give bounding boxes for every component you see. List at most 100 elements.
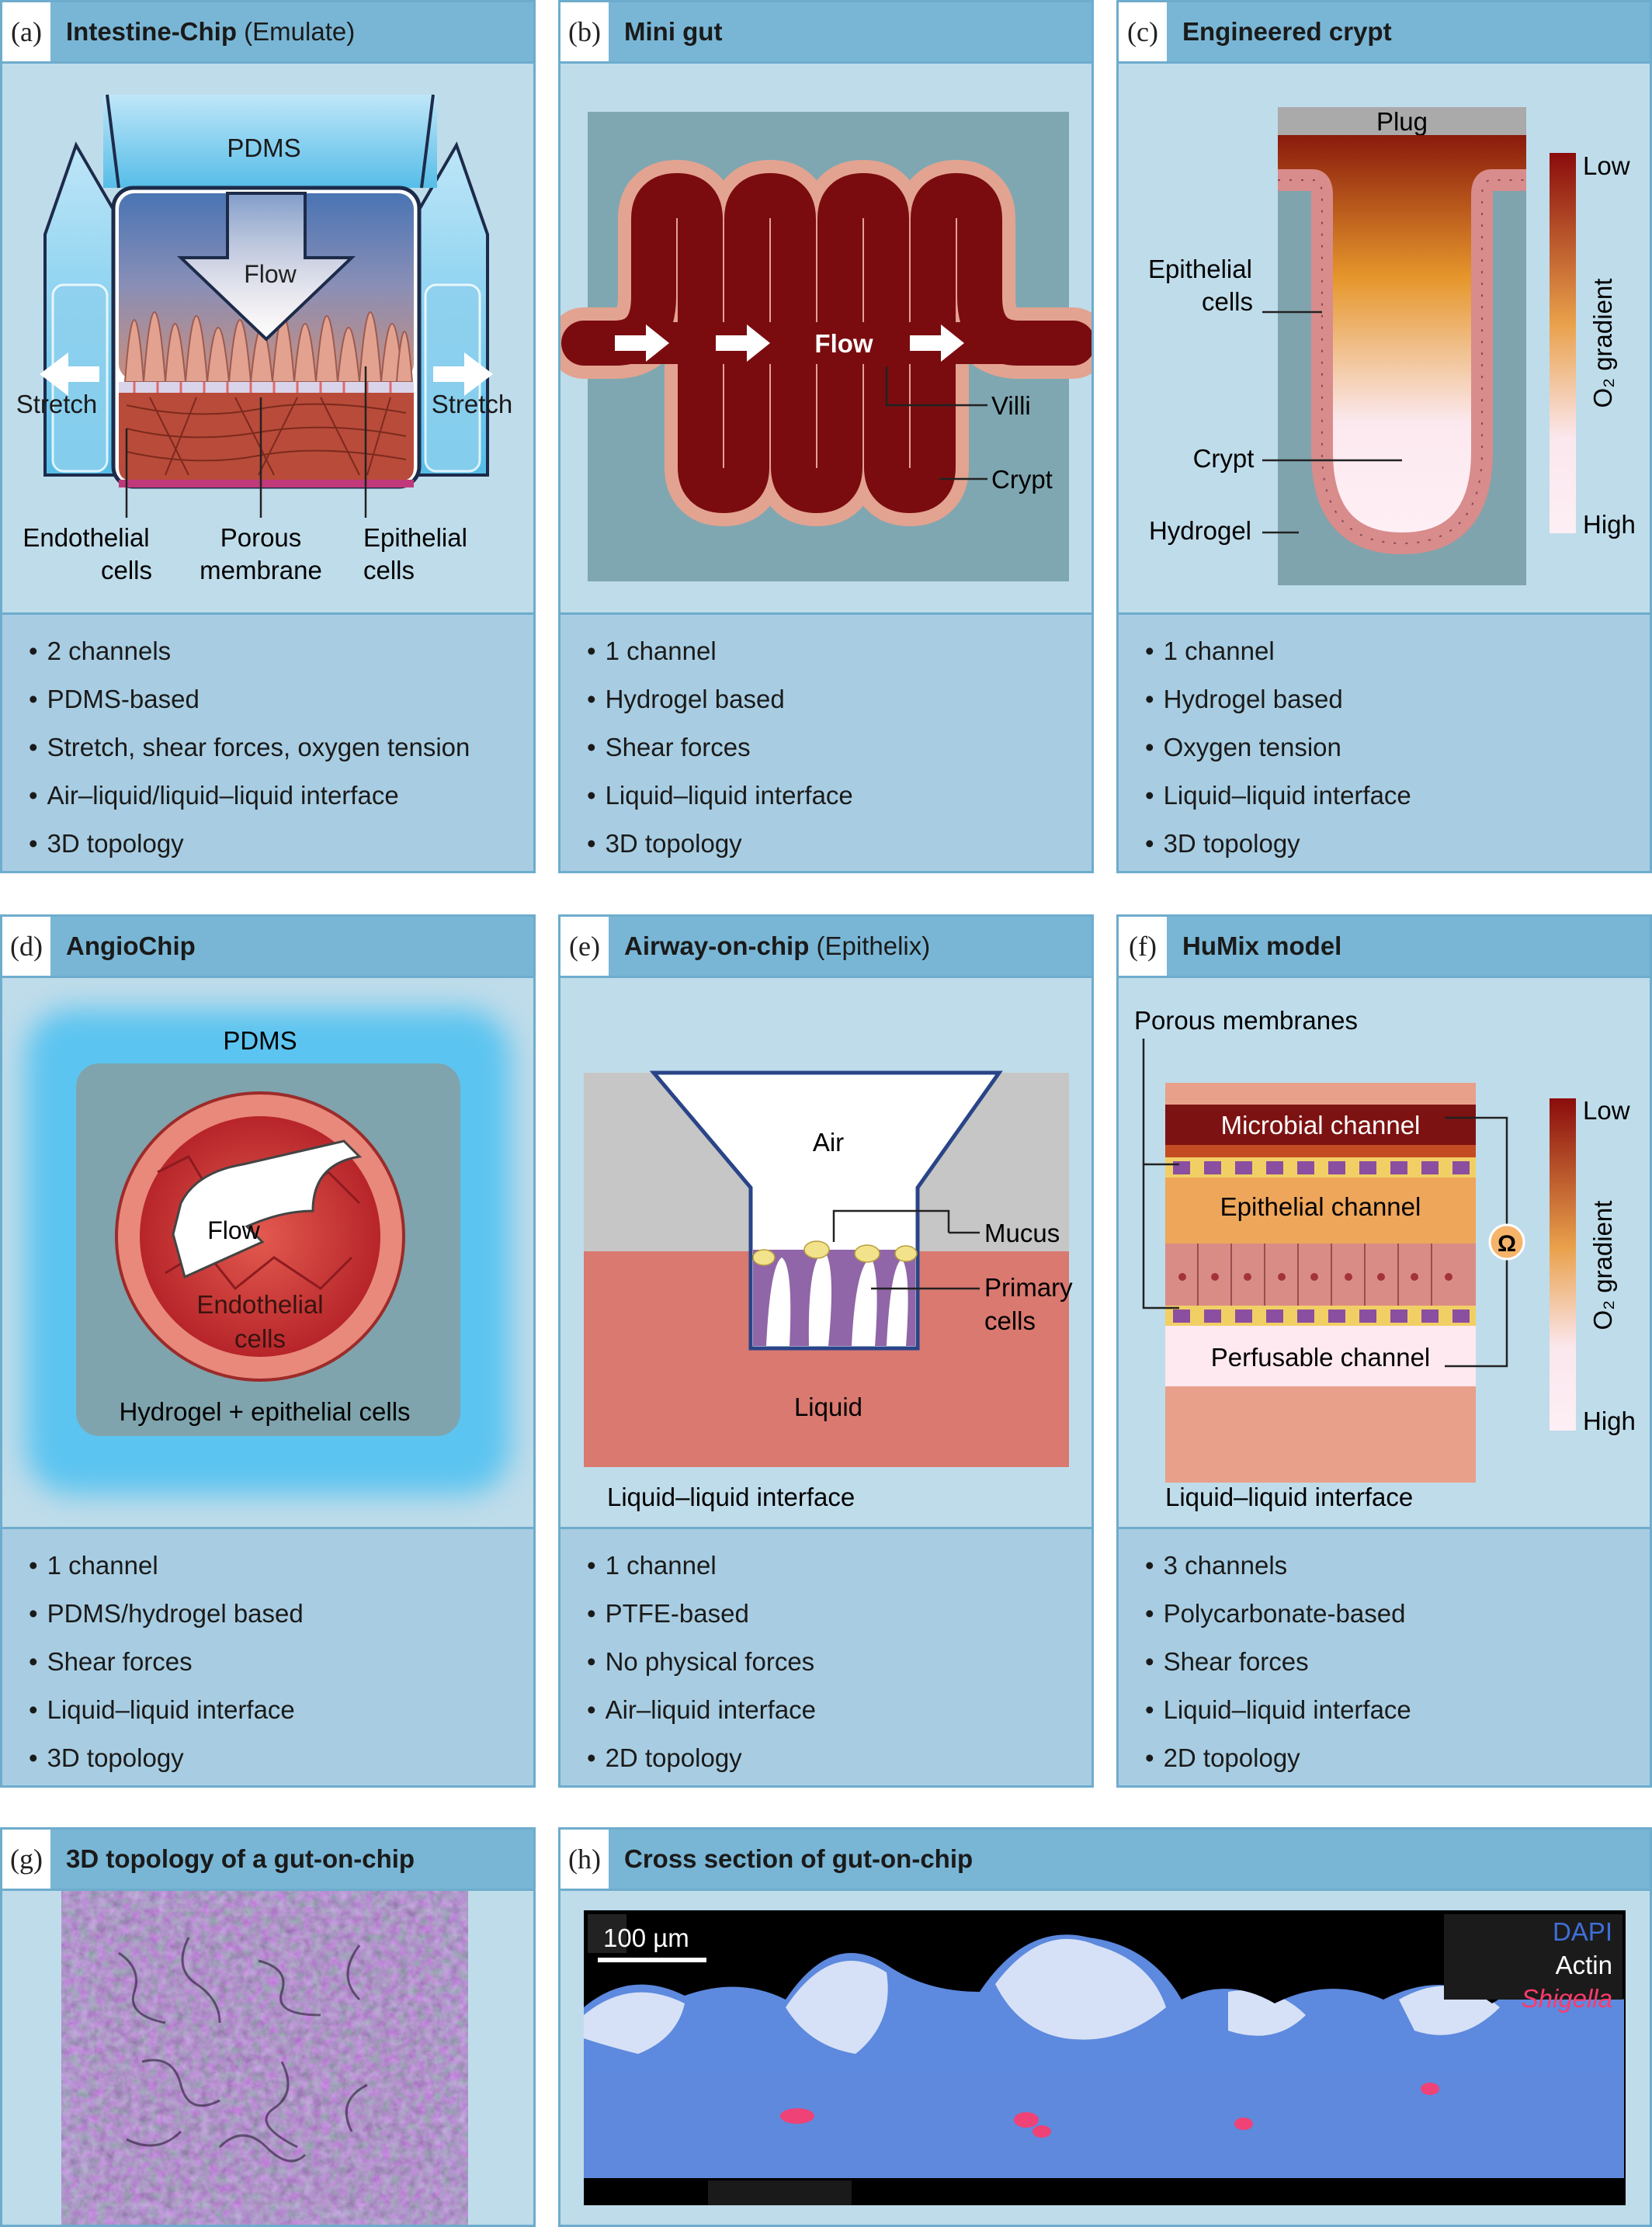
feature-item: 3D topology [29, 1734, 533, 1782]
feature-item: 1 channel [29, 1542, 533, 1590]
feature-list: 3 channels Polycarbonate-based Shear for… [1119, 1527, 1650, 1785]
feature-item: 3D topology [29, 820, 533, 868]
feature-item: Liquid–liquid interface [1145, 1686, 1650, 1734]
panel-letter: (f) [1119, 917, 1167, 976]
epithelial-label: Epithelial [1148, 255, 1252, 283]
interface-label: Liquid–liquid interface [607, 1483, 855, 1511]
panel-letter: (d) [2, 917, 50, 976]
panel-header: (f) HuMix model [1119, 917, 1650, 978]
intestine-chip-diagram: Flow PDMS Stretch Stretch Endothelial ce… [2, 64, 533, 615]
endothelial-label: Endothelial [23, 523, 149, 552]
feature-list: 1 channel PDMS/hydrogel based Shear forc… [2, 1527, 533, 1785]
angiochip-diagram: PDMS Flow Endothelial cells Hydrogel + e… [2, 978, 533, 1529]
flow-label: Flow [244, 260, 297, 288]
panel-g: (g) 3D topology of a gut-on-chip [0, 1827, 536, 2227]
plug-label: Plug [1376, 107, 1428, 136]
primary-cells-label-2: cells [984, 1306, 1036, 1335]
feature-item: PTFE-based [587, 1590, 1092, 1638]
legend-actin: Actin [1556, 1951, 1612, 1979]
feature-item: 1 channel [587, 1542, 1092, 1590]
airway-chip-diagram: Air Mucus Primary cells Liquid Liquid–li… [560, 978, 1092, 1529]
feature-item: 1 channel [587, 627, 1092, 675]
porous-label: Porous [220, 523, 302, 552]
feature-item: 1 channel [1145, 627, 1650, 675]
pdms-label: PDMS [223, 1026, 297, 1055]
panel-title: Intestine-Chip (Emulate) [66, 17, 356, 46]
epithelial-label: Epithelial [363, 523, 467, 552]
feature-item: 2D topology [587, 1734, 1092, 1782]
feature-item: Oxygen tension [1145, 723, 1650, 772]
panel-e: (e) Airway-on-chip (Epithelix) Air Mucus… [558, 914, 1094, 1788]
omega-marker [1488, 1223, 1525, 1261]
perfusable-channel [1165, 1326, 1476, 1386]
microbial-channel [1165, 1105, 1476, 1145]
flow-label: Flow [207, 1216, 260, 1244]
panel-letter: (a) [2, 2, 50, 61]
panel-letter: (h) [560, 1830, 609, 1889]
mucus-label: Mucus [984, 1219, 1060, 1247]
hydrogel-label: Hydrogel + epithelial cells [119, 1397, 410, 1426]
perfusable-label: Perfusable channel [1211, 1343, 1431, 1372]
stretch-left-label: Stretch [16, 390, 98, 418]
engineered-crypt-diagram: Plug Low High O₂ gradient Epithelial cel… [1119, 64, 1650, 615]
panel-letter: (e) [560, 917, 609, 976]
panel-letter: (b) [560, 2, 609, 61]
panel-header: (c) Engineered crypt [1119, 2, 1650, 64]
crypt-label: Crypt [991, 465, 1053, 494]
porous-membranes-label: Porous membranes [1134, 1006, 1358, 1035]
omega-label: Ω [1498, 1231, 1516, 1257]
o2-gradient-bar [1550, 153, 1576, 533]
flow-arrow [172, 1140, 363, 1279]
o2-gradient-label: O₂ gradient [1588, 279, 1617, 408]
panel-f: (f) HuMix model Microb [1116, 914, 1652, 1788]
feature-item: Shear forces [587, 723, 1092, 772]
panel-header: (g) 3D topology of a gut-on-chip [2, 1830, 533, 1891]
epithelial-label-2: cells [363, 556, 415, 585]
panel-c: (c) Engineered crypt Plug Low High O₂ g [1116, 0, 1652, 873]
endothelial-label-2: cells [101, 556, 152, 585]
gut-topology-image [2, 1891, 533, 2225]
liquid-label: Liquid [794, 1393, 862, 1421]
villi-label: Villi [991, 391, 1031, 420]
feature-item: PDMS/hydrogel based [29, 1590, 533, 1638]
feature-item: 3 channels [1145, 1542, 1650, 1590]
porous-label-2: membrane [200, 556, 322, 585]
epithelial-channel [1165, 1178, 1476, 1244]
feature-item: 3D topology [587, 820, 1092, 868]
panel-letter: (g) [2, 1830, 50, 1889]
feature-list: 1 channel Hydrogel based Oxygen tension … [1119, 612, 1650, 871]
panel-letter: (c) [1119, 2, 1167, 61]
feature-item: 3D topology [1145, 820, 1650, 868]
cross-section-image: 100 µm DAPI Actin Shigella [560, 1891, 1650, 2225]
panel-title: Mini gut [624, 17, 723, 46]
panel-header: (b) Mini gut [560, 2, 1092, 64]
feature-item: Air–liquid interface [587, 1686, 1092, 1734]
feature-item: Stretch, shear forces, oxygen tension [29, 723, 533, 772]
epithelial-label: Epithelial channel [1220, 1192, 1421, 1221]
scale-bar-label: 100 µm [603, 1923, 689, 1952]
panel-title: Cross section of gut-on-chip [624, 1844, 974, 1873]
hydrogel-label: Hydrogel [1149, 516, 1251, 545]
low-label: Low [1583, 151, 1630, 180]
crypt-label: Crypt [1193, 444, 1255, 473]
panel-title: HuMix model [1182, 931, 1342, 960]
endothelial-label-2: cells [234, 1324, 286, 1353]
feature-item: No physical forces [587, 1638, 1092, 1686]
feature-item: Liquid–liquid interface [29, 1686, 533, 1734]
panel-title: AngioChip [66, 931, 196, 960]
stretch-right-label: Stretch [432, 390, 513, 418]
panel-title: Engineered crypt [1182, 17, 1392, 46]
panel-d: (d) AngioChip PDMS Flow Endothelial cell… [0, 914, 536, 1788]
panel-title: 3D topology of a gut-on-chip [66, 1844, 415, 1873]
stretch-left-arrow [40, 352, 99, 396]
panel-h: (h) Cross section of gut-on-chip [558, 1827, 1652, 2227]
feature-list: 1 channel Hydrogel based Shear forces Li… [560, 612, 1092, 871]
panel-header: (e) Airway-on-chip (Epithelix) [560, 917, 1092, 978]
plug [1278, 107, 1526, 135]
feature-item: 2D topology [1145, 1734, 1650, 1782]
feature-list: 1 channel PTFE-based No physical forces … [560, 1527, 1092, 1785]
air-label: Air [813, 1128, 844, 1157]
pdms-label: PDMS [227, 134, 300, 162]
humix-diagram: Microbial channel Epithelial channel Per… [1119, 978, 1650, 1529]
endothelial-label: Endothelial [196, 1290, 323, 1319]
